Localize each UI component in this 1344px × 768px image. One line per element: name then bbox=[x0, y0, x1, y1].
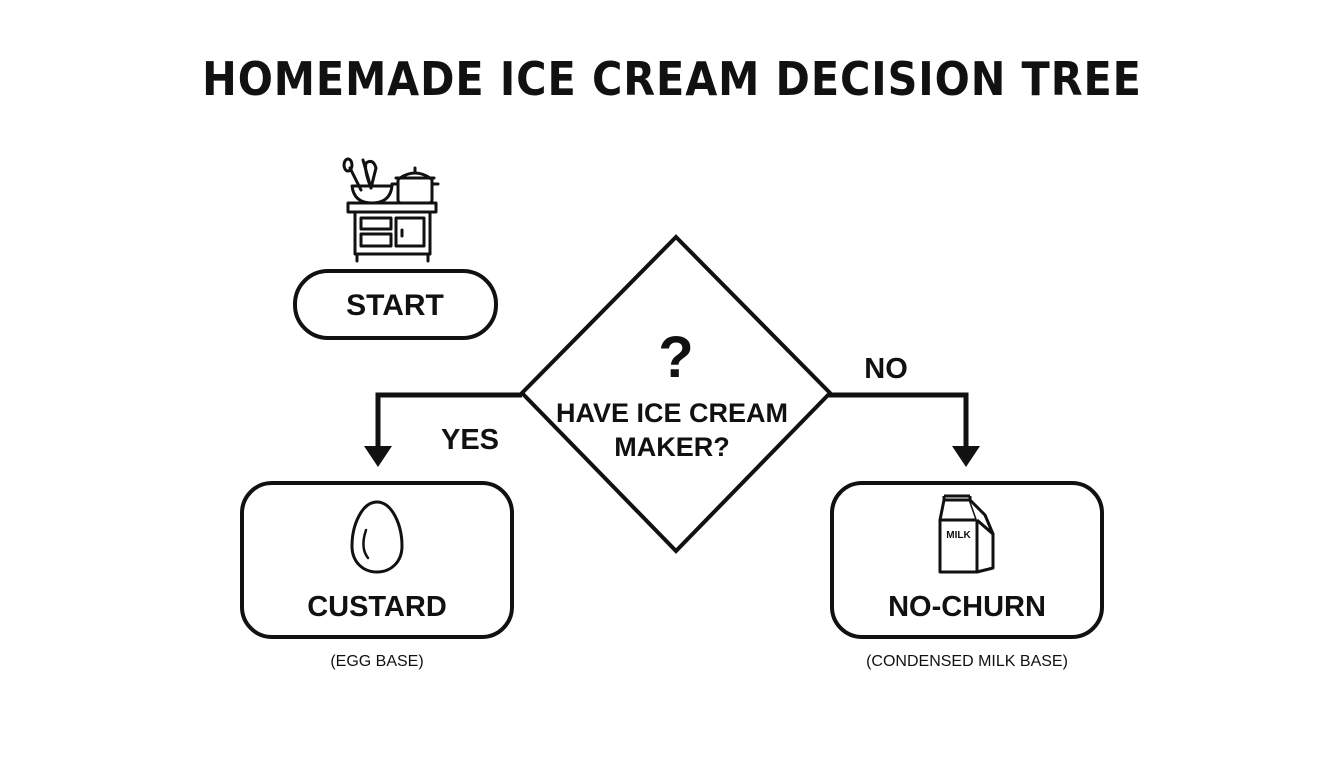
milk-carton-text: MILK bbox=[946, 530, 971, 541]
no-branch-label: NO bbox=[864, 353, 908, 385]
custard-sublabel: (EGG BASE) bbox=[330, 653, 423, 670]
milk-carton-icon: MILK bbox=[938, 494, 995, 574]
decision-question-line1: HAVE ICE CREAM bbox=[556, 398, 788, 428]
nochurn-label: NO-CHURN bbox=[888, 591, 1046, 623]
egg-icon bbox=[350, 500, 404, 574]
no-connector bbox=[828, 392, 980, 467]
custard-label: CUSTARD bbox=[307, 591, 447, 623]
start-node: START bbox=[293, 269, 498, 340]
custard-node: CUSTARD bbox=[240, 481, 514, 639]
nochurn-sublabel: (CONDENSED MILK BASE) bbox=[866, 653, 1068, 670]
page-title: HOMEMADE ICE CREAM DECISION TREE bbox=[202, 52, 1142, 106]
yes-connector bbox=[364, 392, 522, 467]
yes-branch-label: YES bbox=[441, 424, 499, 456]
kitchen-stove-icon bbox=[342, 157, 440, 263]
nochurn-node: MILK NO-CHURN bbox=[830, 481, 1104, 639]
decision-question-line2: MAKER? bbox=[614, 432, 730, 462]
question-mark-symbol: ? bbox=[658, 325, 693, 390]
decision-node: ? HAVE ICE CREAM MAKER? bbox=[519, 234, 833, 554]
start-label: START bbox=[346, 289, 444, 322]
